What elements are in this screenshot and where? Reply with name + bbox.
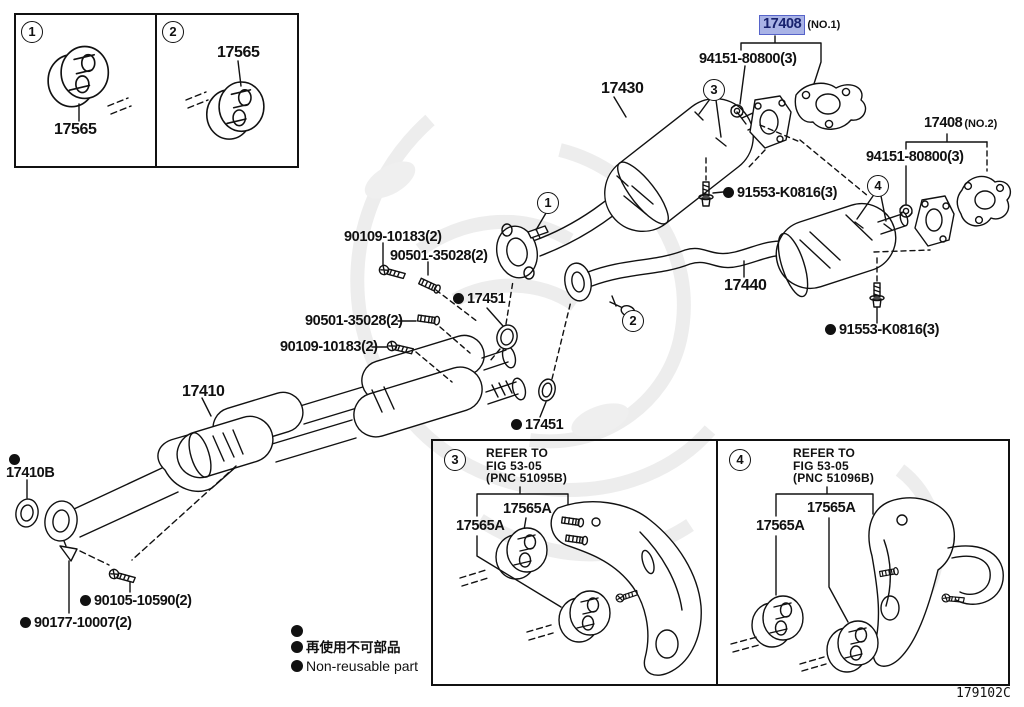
front-gasket-and-bolts	[15, 465, 237, 614]
refer-note-box4: REFER TO FIG 53-05 (PNC 51096B)	[793, 447, 874, 485]
non-reusable-dot	[825, 324, 836, 335]
part-number[interactable]: 17451	[525, 417, 564, 433]
part-label-90109-upper[interactable]: 90109-10183(2)	[344, 229, 442, 245]
legend-row-dot	[291, 624, 306, 640]
mid-fasteners	[371, 242, 479, 383]
legend-text-en: Non-reusable part	[306, 658, 419, 674]
refer-line3: (PNC 51095B)	[486, 471, 568, 485]
non-reusable-dot	[9, 454, 20, 465]
part-label-17565a-box4-upper[interactable]: 17565A	[807, 500, 856, 516]
inset3-drawing	[459, 486, 702, 676]
part-label-17410b[interactable]: 17410B	[6, 465, 55, 481]
non-reusable-dot	[511, 419, 522, 430]
figure-code: 179102C	[956, 686, 1011, 701]
non-reusable-dot	[723, 187, 734, 198]
part-label-17410[interactable]: 17410	[182, 383, 225, 400]
part-label-17408-no2[interactable]: 17408(NO.2)	[924, 116, 997, 131]
part-label-17451-upper[interactable]: 17451	[453, 291, 506, 307]
refer-line2: FIG 53-05	[793, 458, 849, 473]
part-label-90177[interactable]: 90177-10007(2)	[20, 616, 132, 631]
part-note: (NO.1)	[807, 19, 841, 31]
part-label-17430[interactable]: 17430	[601, 80, 644, 97]
part-label-94151-no2[interactable]: 94151-80800(3)	[866, 149, 964, 165]
inset4-number: 4	[729, 449, 751, 471]
tailpipe-assembly-17430	[496, 96, 775, 280]
bolt-91553-no2	[869, 282, 885, 324]
inset-box-2	[155, 13, 299, 168]
refer-line1: REFER TO	[486, 446, 549, 460]
non-reusable-dot	[291, 625, 303, 637]
inset-box-3	[431, 439, 718, 686]
inset1-mount-drawing	[47, 45, 132, 122]
callout-1: 1	[537, 192, 559, 214]
part-label-90109-lower[interactable]: 90109-10183(2)	[280, 339, 378, 355]
part-label-17565-box1[interactable]: 17565	[54, 121, 97, 138]
inset2-mount-drawing	[185, 60, 265, 140]
inset1-number: 1	[21, 21, 43, 43]
part-label-90501-upper[interactable]: 90501-35028(2)	[390, 248, 488, 264]
non-reusable-dot	[80, 595, 91, 606]
part-label-91553-no1[interactable]: 91553-K0816(3)	[723, 186, 837, 201]
callout-2: 2	[622, 310, 644, 332]
refer-line1: REFER TO	[793, 446, 856, 460]
part-number[interactable]: 91553-K0816(3)	[839, 322, 939, 338]
legend-row-japanese: 再使用不可部品	[291, 641, 401, 655]
part-label-17565-box2[interactable]: 17565	[217, 44, 260, 61]
part-label-17440[interactable]: 17440	[724, 277, 767, 294]
inset2-number: 2	[162, 21, 184, 43]
inset4-drawing	[730, 486, 1004, 673]
callout-3: 3	[703, 79, 725, 101]
front-pipe-assembly-17410	[44, 334, 527, 542]
part-number[interactable]: 90177-10007(2)	[34, 615, 132, 631]
non-reusable-dot	[291, 660, 303, 672]
part-number[interactable]: 17451	[467, 291, 506, 307]
part-number[interactable]: 90105-10590(2)	[94, 593, 192, 609]
non-reusable-dot	[20, 617, 31, 628]
part-label-94151-no1[interactable]: 94151-80800(3)	[699, 51, 797, 67]
bracket-plates-17408-no2	[854, 133, 1012, 247]
part-label-17565a-box3-lower[interactable]: 17565A	[456, 518, 505, 534]
highlighted-part-number[interactable]: 17408	[759, 15, 806, 35]
part-number[interactable]: 91553-K0816(3)	[737, 185, 837, 201]
callout-4: 4	[867, 175, 889, 197]
legend-text-jp: 再使用不可部品	[306, 640, 401, 655]
non-reusable-dot	[453, 293, 464, 304]
part-note: (NO.2)	[964, 118, 998, 130]
part-number[interactable]: 17408	[924, 115, 963, 131]
refer-note-box3: REFER TO FIG 53-05 (PNC 51095B)	[486, 447, 567, 485]
non-reusable-dot	[291, 641, 303, 653]
inset-box-4	[716, 439, 1010, 686]
legend-row-english: Non-reusable part	[291, 659, 418, 673]
inset3-number: 3	[444, 449, 466, 471]
bracket-plates-17408-no1	[698, 35, 869, 197]
gaskets-17451	[486, 280, 572, 418]
bolt-91553-no1	[698, 157, 724, 207]
part-label-17565a-box4-lower[interactable]: 17565A	[756, 518, 805, 534]
part-label-17565a-box3-upper[interactable]: 17565A	[503, 501, 552, 517]
refer-line3: (PNC 51096B)	[793, 471, 875, 485]
part-label-90501-lower[interactable]: 90501-35028(2)	[305, 313, 403, 329]
part-label-91553-no2[interactable]: 91553-K0816(3)	[825, 323, 939, 338]
part-label-90105[interactable]: 90105-10590(2)	[80, 594, 192, 609]
part-label-17451-lower[interactable]: 17451	[511, 417, 564, 433]
part-label-17408-no1[interactable]: 17408(NO.1)	[759, 15, 840, 35]
refer-line2: FIG 53-05	[486, 458, 542, 473]
